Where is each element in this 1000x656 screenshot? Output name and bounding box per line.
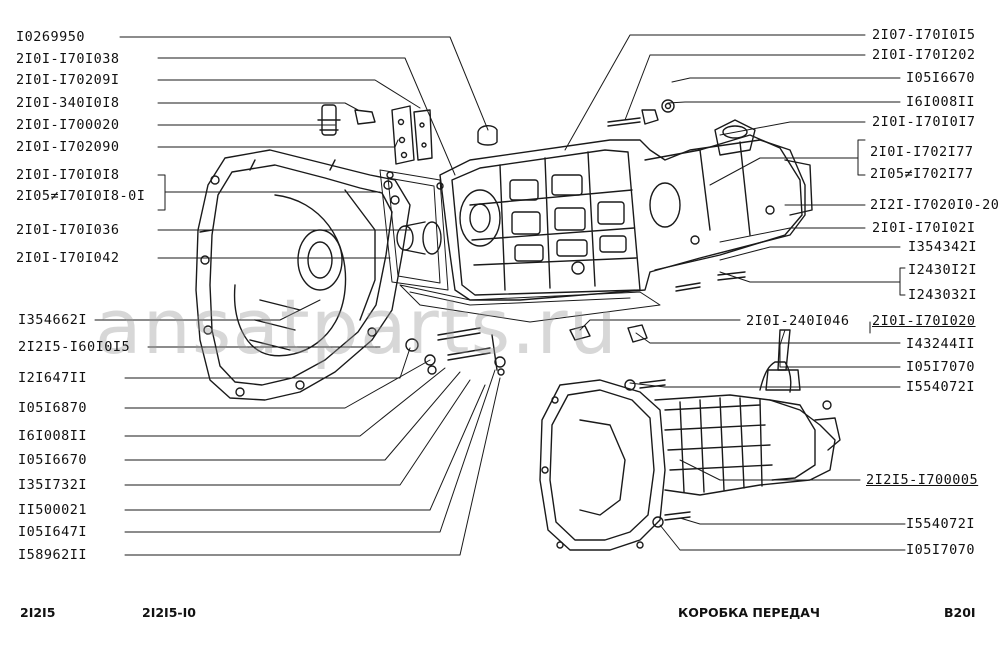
- part-label: I6I008II: [906, 94, 976, 110]
- part-label: 2I0I-I70I02I: [872, 220, 976, 236]
- part-label: 2I0I-I702I77: [870, 144, 974, 160]
- part-label: I05I6870: [18, 400, 88, 416]
- part-label: I35I732I: [18, 477, 88, 493]
- part-label: 2I0I-I70209I: [16, 72, 120, 88]
- fasteners: [405, 99, 801, 528]
- part-label: I05I6670: [906, 70, 976, 86]
- part-label: I05I6670: [18, 452, 88, 468]
- part-label: 2I0I-I70I020: [872, 313, 976, 329]
- part-label: I554072I: [906, 379, 976, 395]
- part-label: I354662I: [18, 312, 88, 328]
- part-label: 2I0I-I70I202: [872, 47, 976, 63]
- part-label: 2I0I-340I0I8: [16, 95, 120, 111]
- part-label: II500021: [18, 502, 88, 518]
- part-label: 2I0I-I70I042: [16, 250, 120, 266]
- part-label: I05I647I: [18, 524, 88, 540]
- gasket-parts: [317, 104, 498, 291]
- part-label: 2I0I-I70I036: [16, 222, 120, 238]
- part-label: 2I2I5-I60I0I5: [18, 339, 131, 355]
- part-label: I2I647II: [18, 370, 88, 386]
- part-label: I6I008II: [18, 428, 88, 444]
- part-label: I354342I: [908, 239, 978, 255]
- part-label: I58962II: [18, 547, 88, 563]
- part-label: 2I05≠I702I77: [870, 166, 974, 182]
- part-label: 2I0I-I70I038: [16, 51, 120, 67]
- part-label: I05I7070: [906, 542, 976, 558]
- part-label: 2I05≠I70I0I8-0I: [16, 188, 146, 204]
- gearbox-main-casing: [399, 119, 813, 323]
- part-label: I554072I: [906, 516, 976, 532]
- part-label: I05I7070: [906, 359, 976, 375]
- model-code: 2I2I5-I0: [142, 605, 196, 620]
- page-code: B20I: [944, 605, 976, 620]
- part-label: 2I0I-I70I0I8: [16, 167, 120, 183]
- part-label: I43244II: [906, 336, 976, 352]
- model-code: 2I2I5: [20, 605, 56, 620]
- part-label: 2I07-I70I0I5: [872, 27, 976, 43]
- part-label: 2I0I-I702090: [16, 139, 120, 155]
- leader-lines-left: [94, 36, 501, 556]
- part-label: 2I2I-I7020I0-20: [870, 197, 1000, 213]
- clutch-housing: [195, 149, 411, 401]
- part-label: I2430I2I: [908, 262, 978, 278]
- gearbox-assembled: [539, 361, 841, 551]
- part-label: I243032I: [908, 287, 978, 303]
- part-label: 2I0I-I700020: [16, 117, 120, 133]
- part-label: 2I2I5-I700005: [866, 472, 979, 488]
- part-label: I0269950: [16, 29, 86, 45]
- part-label: 2I0I-240I046: [746, 313, 850, 329]
- part-label: 2I0I-I70I0I7: [872, 114, 976, 130]
- page-title: КОРОБКА ПЕРЕДАЧ: [678, 605, 821, 620]
